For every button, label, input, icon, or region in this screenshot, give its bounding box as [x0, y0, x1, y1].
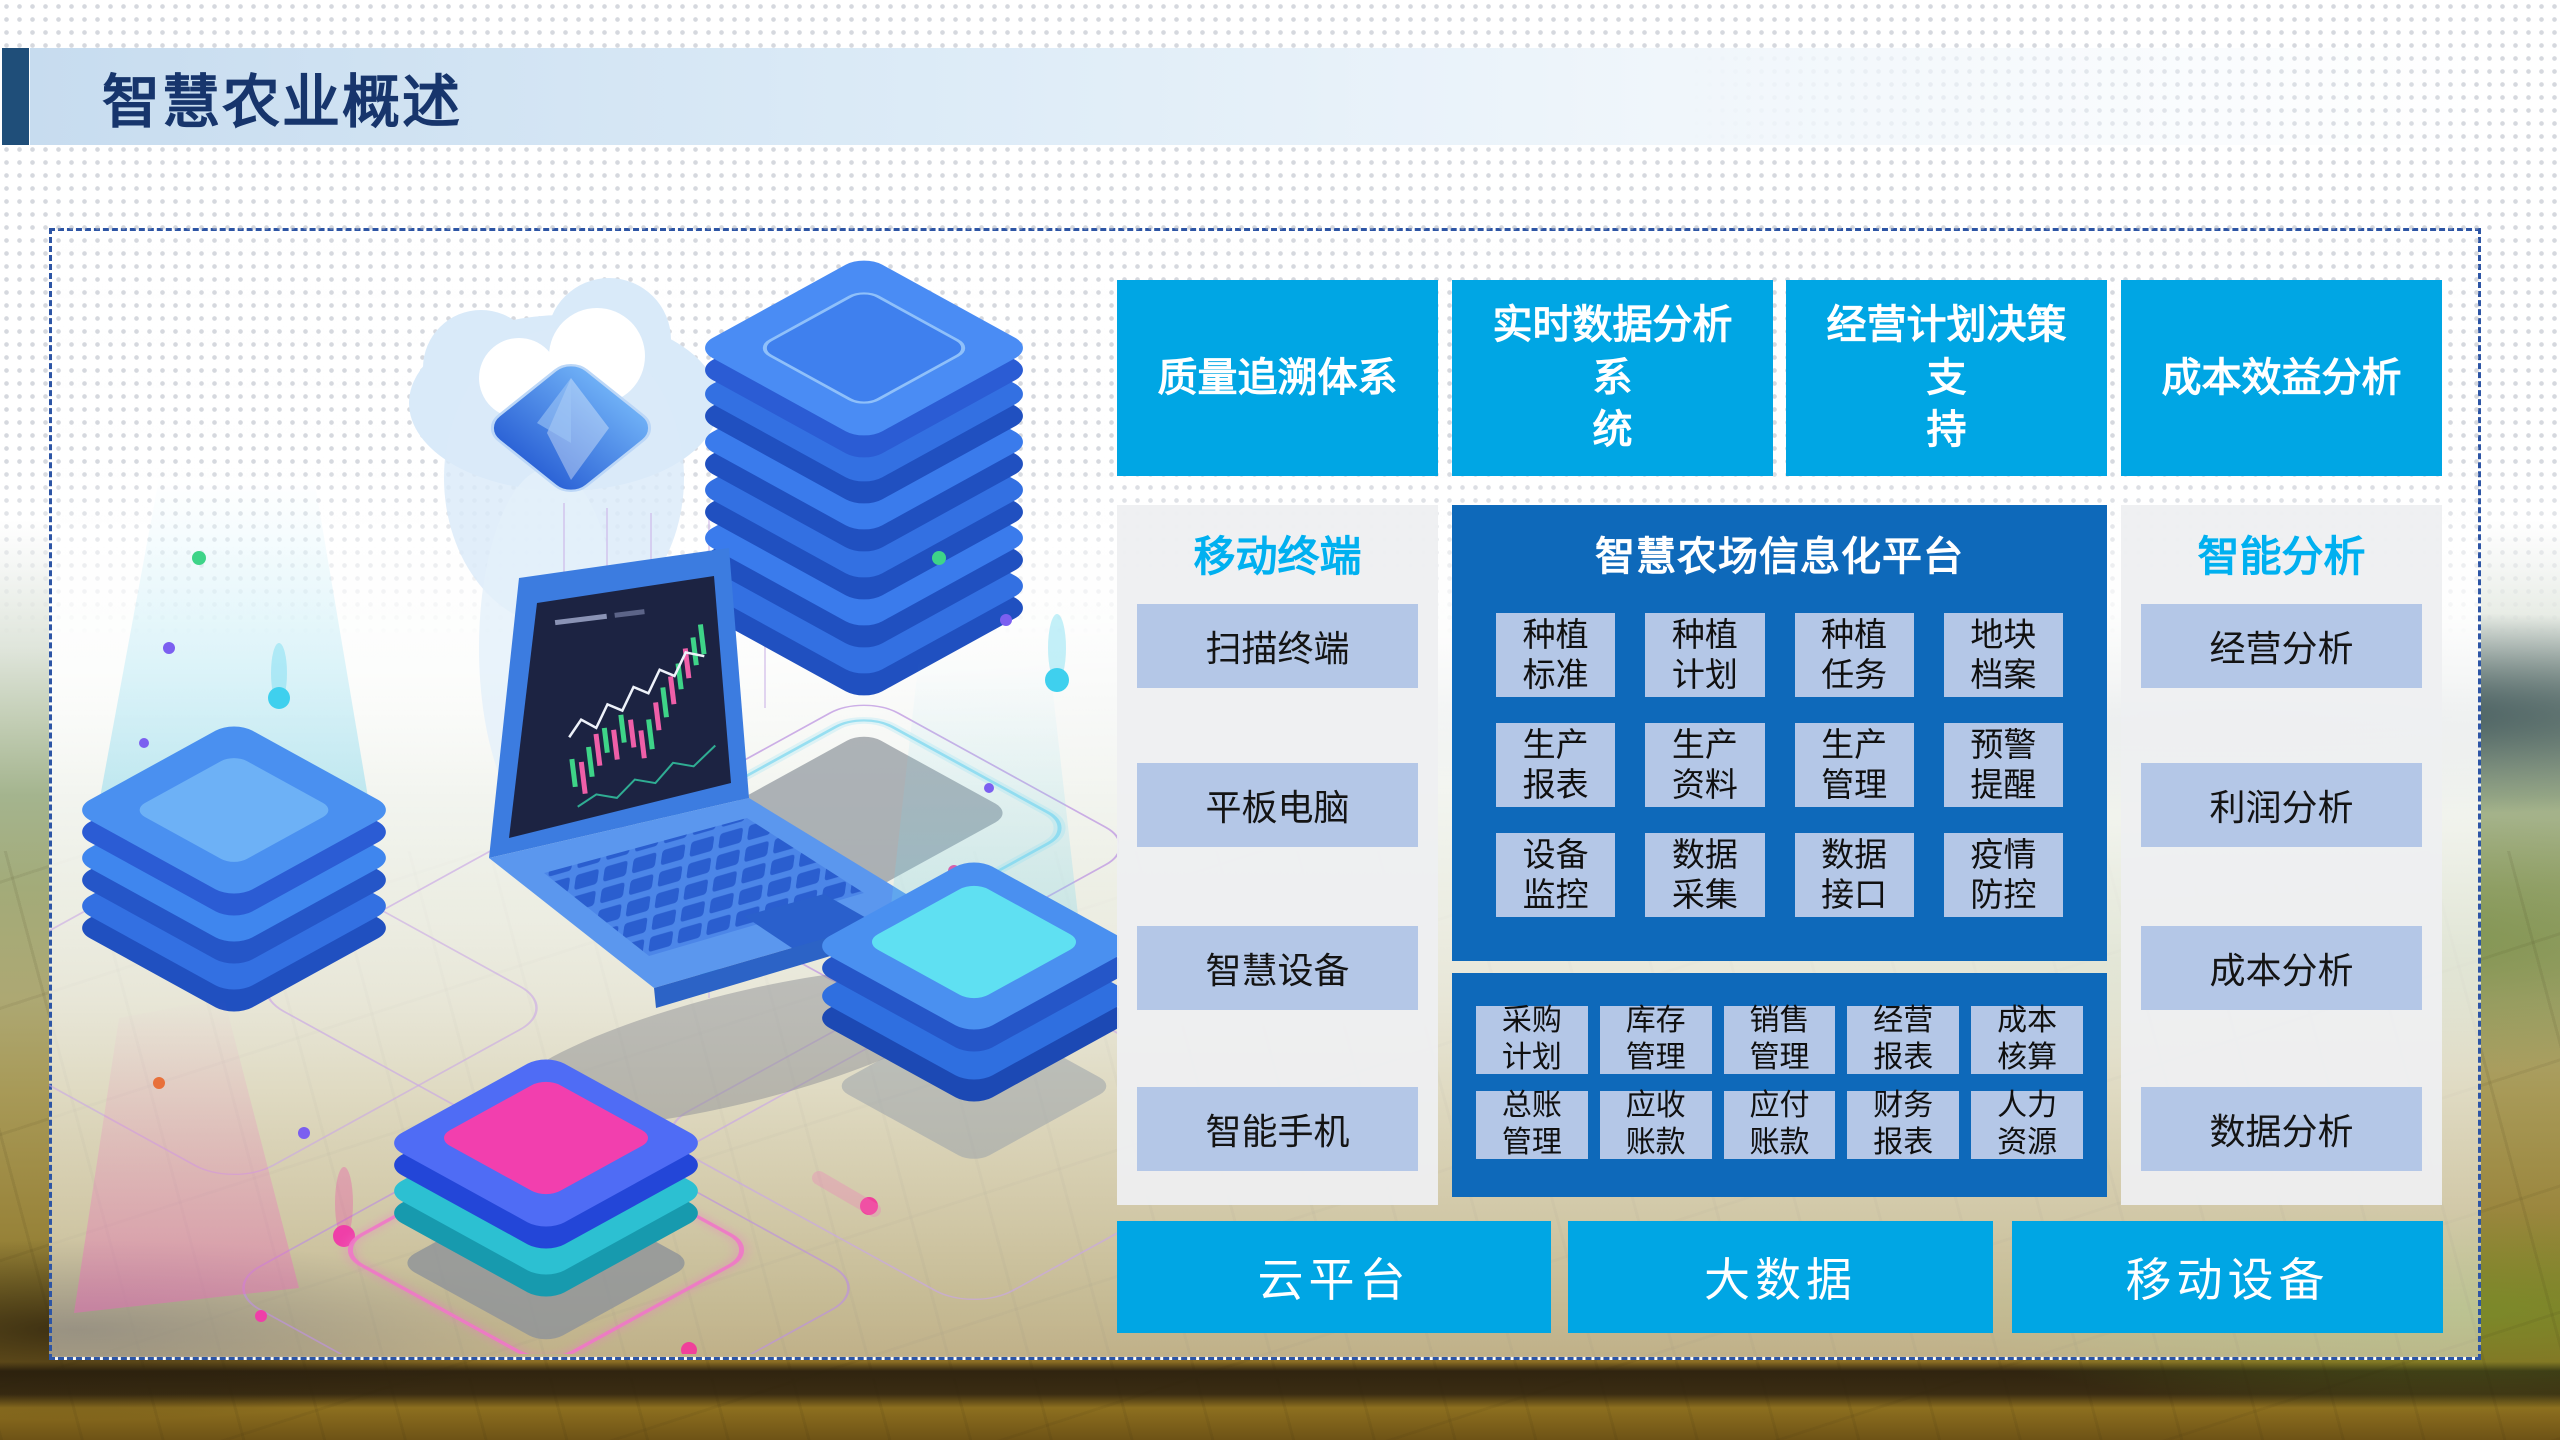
erp-panel: 采购 计划 库存 管理 销售 管理 经营 报表 成本 核算 总账 管理 应收 账…: [1452, 973, 2107, 1197]
mobile-terminal-column: 移动终端 扫描终端 平板电脑 智慧设备 智能手机: [1117, 505, 1438, 1205]
database-stack-icon: [822, 551, 1119, 1159]
smart-analysis-item: 经营分析: [2141, 604, 2422, 688]
title-accent-bar: [2, 48, 29, 145]
bottom-box-cloud-platform: 云平台: [1117, 1221, 1551, 1333]
smart-analysis-header: 智能分析: [2197, 532, 2366, 580]
erp-cell: 人力 资源: [1971, 1089, 2083, 1159]
server-stack-icon: [606, 260, 1119, 988]
farm-platform-header: 智慧农场信息化平台: [1595, 535, 1964, 579]
erp-cell: 销售 管理: [1723, 1004, 1836, 1074]
bottom-box-big-data: 大数据: [1568, 1221, 1993, 1333]
erp-cell: 应付 账款: [1723, 1089, 1836, 1159]
platform-stack-icon: [82, 478, 386, 1012]
security-shield-icon: [490, 363, 652, 493]
platform-cell: 生产 资料: [1645, 723, 1765, 807]
erp-cell: 库存 管理: [1599, 1004, 1712, 1074]
page-title: 智慧农业概述: [102, 69, 463, 135]
platform-cell: 疫情 防控: [1943, 833, 2063, 917]
mobile-terminal-item: 扫描终端: [1137, 604, 1418, 688]
laptop-chart-icon: [489, 548, 978, 1128]
platform-cell: 种植 计划: [1645, 613, 1765, 697]
platform-cell: 数据 采集: [1645, 833, 1765, 917]
farm-platform-panel: 智慧农场信息化平台 种植 标准 种植 计划 种植 任务 地块 档案 生产 报表 …: [1452, 505, 2107, 961]
platform-cell: 生产 报表: [1496, 723, 1616, 807]
platform-cell: 生产 管理: [1794, 723, 1914, 807]
smart-analysis-item: 数据分析: [2141, 1087, 2422, 1171]
platform-cell: 预警 提醒: [1943, 723, 2063, 807]
smart-agriculture-illustration: [49, 260, 1119, 1354]
top-box-realtime-analysis: 实时数据分析系 统: [1452, 280, 1773, 476]
mobile-terminal-header: 移动终端: [1193, 532, 1362, 580]
candlestick-chart-icon: [554, 609, 716, 808]
platform-cell: 种植 标准: [1496, 613, 1616, 697]
smart-analysis-column: 智能分析 经营分析 利润分析 成本分析 数据分析: [2121, 505, 2442, 1205]
platform-cell: 设备 监控: [1496, 833, 1616, 917]
erp-cell: 总账 管理: [1476, 1089, 1588, 1159]
erp-cell: 采购 计划: [1476, 1004, 1588, 1074]
platform-cell: 种植 任务: [1794, 613, 1914, 697]
mobile-terminal-item: 平板电脑: [1137, 763, 1418, 847]
mobile-terminal-item: 智慧设备: [1137, 926, 1418, 1010]
erp-cell: 财务 报表: [1847, 1089, 1960, 1159]
smart-analysis-item: 利润分析: [2141, 763, 2422, 847]
mobile-terminal-item: 智能手机: [1137, 1087, 1418, 1171]
erp-cell: 成本 核算: [1971, 1004, 2083, 1074]
smart-analysis-item: 成本分析: [2141, 926, 2422, 1010]
erp-cell: 经营 报表: [1847, 1004, 1960, 1074]
title-band: [30, 48, 2560, 145]
platform-cell: 数据 接口: [1794, 833, 1914, 917]
platform-stack-icon: [74, 998, 749, 1354]
top-box-plan-decision: 经营计划决策支 持: [1786, 280, 2107, 476]
top-box-quality-trace: 质量追溯体系: [1117, 280, 1438, 476]
bottom-box-mobile-device: 移动设备: [2012, 1221, 2443, 1333]
erp-cell: 应收 账款: [1599, 1089, 1712, 1159]
top-box-cost-benefit: 成本效益分析: [2121, 280, 2442, 476]
platform-cell: 地块 档案: [1943, 613, 2063, 697]
